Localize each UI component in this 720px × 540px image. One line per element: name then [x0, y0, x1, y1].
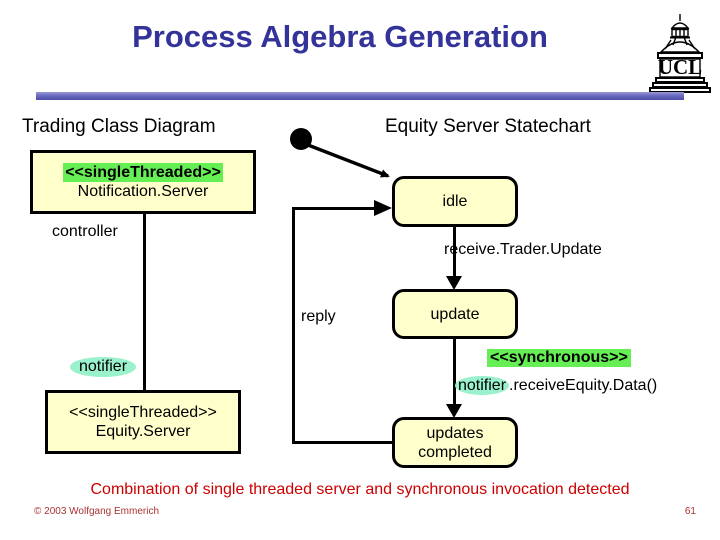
initial-transition-arrow: [307, 143, 390, 178]
annotation-call-rest: .receiveEquity.Data(): [509, 377, 658, 394]
ucl-logo-text: UCL: [658, 55, 702, 79]
association-line: [143, 213, 146, 391]
class-stereotype-single-threaded: <<singleThreaded>>: [63, 162, 223, 182]
annotation-synchronous-call: notifier.receiveEquity.Data(): [455, 376, 658, 395]
annotation-stereotype-synchronous: <<synchronous>>: [487, 349, 631, 367]
transition-label-receive-trader-update: receive.Trader.Update: [444, 241, 602, 258]
state-updates-completed: updates completed: [392, 417, 518, 468]
reply-path-left-segment: [292, 207, 295, 444]
footer-copyright: © 2003 Wolfgang Emmerich: [34, 506, 160, 517]
class-name-equity-server: Equity.Server: [95, 422, 191, 440]
association-role-controller: controller: [52, 223, 118, 240]
class-box-notification-server: <<singleThreaded>> Notification.Server: [30, 150, 256, 214]
reply-path-bottom-segment: [292, 441, 394, 444]
reply-path-arrowhead: [374, 200, 392, 216]
class-stereotype-single-threaded-2: <<singleThreaded>>: [69, 403, 217, 421]
transition-line-update-to-completed: [453, 339, 456, 409]
section-heading-statechart: Equity Server Statechart: [385, 116, 591, 137]
footer-page-number: 61: [684, 506, 696, 517]
state-idle: idle: [392, 176, 518, 227]
initial-state-marker-icon: [290, 128, 312, 150]
state-updates-completed-line2: completed: [418, 443, 492, 461]
association-role-notifier: notifier: [70, 357, 137, 377]
state-updates-completed-line1: updates: [426, 424, 484, 442]
footer-detection-note: Combination of single threaded server an…: [90, 481, 630, 498]
transition-arrowhead-update: [446, 276, 462, 290]
transition-arrowhead-completed: [446, 404, 462, 418]
page-title: Process Algebra Generation: [132, 19, 548, 54]
transition-label-reply: reply: [301, 308, 336, 325]
annotation-call-target: notifier: [455, 376, 510, 395]
title-separator-bar: [36, 92, 684, 100]
ucl-dome-logo: UCL: [645, 12, 715, 94]
class-box-equity-server: <<singleThreaded>> Equity.Server: [45, 390, 241, 454]
section-heading-class-diagram: Trading Class Diagram: [22, 116, 216, 137]
state-update: update: [392, 289, 518, 339]
reply-path-top-segment: [292, 207, 384, 210]
class-name-notification-server: Notification.Server: [77, 182, 209, 200]
transition-line-idle-to-update: [453, 227, 456, 282]
